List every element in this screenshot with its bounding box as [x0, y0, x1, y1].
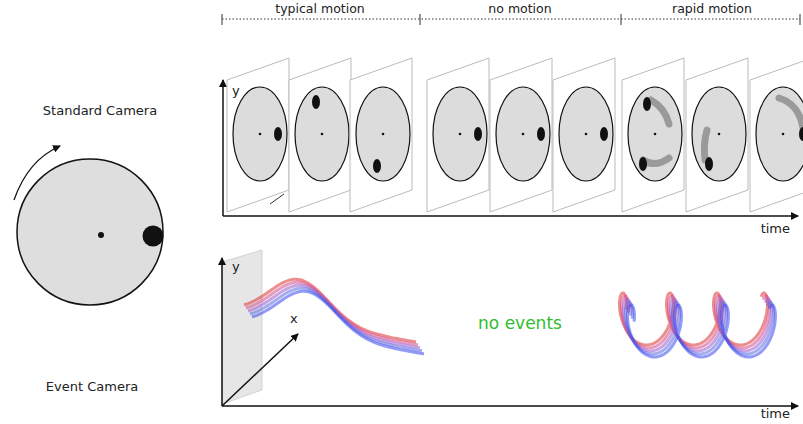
disc-view: [628, 87, 682, 181]
frame-plane: [490, 58, 552, 212]
disc-view: [692, 87, 746, 181]
disc-marker: [373, 159, 381, 173]
period-label: no motion: [488, 2, 551, 16]
disc-marker: [643, 97, 651, 111]
disc-center: [321, 133, 324, 136]
period-label: typical motion: [275, 2, 364, 16]
video-frame: [686, 58, 748, 212]
motion-blur: [704, 130, 707, 160]
axis-label: x: [290, 312, 298, 327]
row-label: Standard Camera: [43, 104, 157, 119]
disc-view: [295, 87, 349, 181]
disc-marker: [799, 127, 803, 141]
frame-plane: [750, 58, 803, 212]
frame-plane: [553, 58, 615, 212]
frame-plane: [686, 58, 748, 212]
video-frame: [350, 58, 412, 212]
motion-blur: [651, 100, 669, 124]
disc-center: [654, 133, 657, 136]
event-band: [628, 305, 776, 357]
disc-center: [382, 133, 385, 136]
disc-marker: [600, 127, 608, 141]
disc-marker: [474, 127, 482, 141]
camera-frames: [227, 58, 803, 212]
disc-view: [433, 87, 487, 181]
video-frame: [622, 58, 684, 212]
frame-tick: [270, 194, 284, 204]
event-stream: [244, 279, 775, 357]
disc-marker: [274, 127, 282, 141]
axis-label: time: [761, 407, 790, 422]
disc-center: [259, 133, 262, 136]
event-band: [250, 288, 422, 351]
video-frame: [427, 58, 489, 212]
disc-center: [522, 133, 525, 136]
axis-label: y: [232, 260, 240, 275]
disc-center: [585, 133, 588, 136]
event-axes: [222, 250, 798, 406]
axis-label: y: [232, 84, 240, 99]
row-label: Event Camera: [46, 380, 138, 395]
disc-center: [718, 133, 721, 136]
disc-center: [459, 133, 462, 136]
disc-center: [782, 133, 785, 136]
axis-label: time: [761, 222, 790, 237]
event-band: [620, 293, 768, 345]
motion-blur: [779, 98, 803, 128]
event-band: [626, 302, 774, 354]
frame-plane: [350, 58, 412, 212]
video-frame: [289, 58, 351, 212]
video-frame: [750, 58, 803, 212]
disc-marker: [537, 127, 545, 141]
event-band: [252, 291, 424, 354]
frame-plane: [289, 58, 351, 212]
disc-view: [356, 87, 410, 181]
video-frame: [490, 58, 552, 212]
event-band: [622, 296, 770, 348]
rotating-disc: [14, 146, 164, 305]
disc-marker: [639, 157, 647, 171]
frame-plane: [427, 58, 489, 212]
frame-plane: [227, 58, 289, 212]
disc-view: [496, 87, 550, 181]
event-band: [248, 285, 420, 348]
disc-marker: [705, 157, 713, 171]
disc-view: [559, 87, 613, 181]
period-label: rapid motion: [672, 2, 752, 16]
status-note: no events: [478, 314, 562, 334]
disc-view: [756, 87, 803, 181]
event-band: [624, 299, 772, 351]
frame-plane: [622, 58, 684, 212]
event-band: [246, 282, 418, 345]
event-band: [244, 279, 416, 342]
disc-view: [233, 87, 287, 181]
video-frame: [553, 58, 615, 212]
video-frame: [227, 58, 289, 212]
disc-marker: [312, 95, 320, 109]
